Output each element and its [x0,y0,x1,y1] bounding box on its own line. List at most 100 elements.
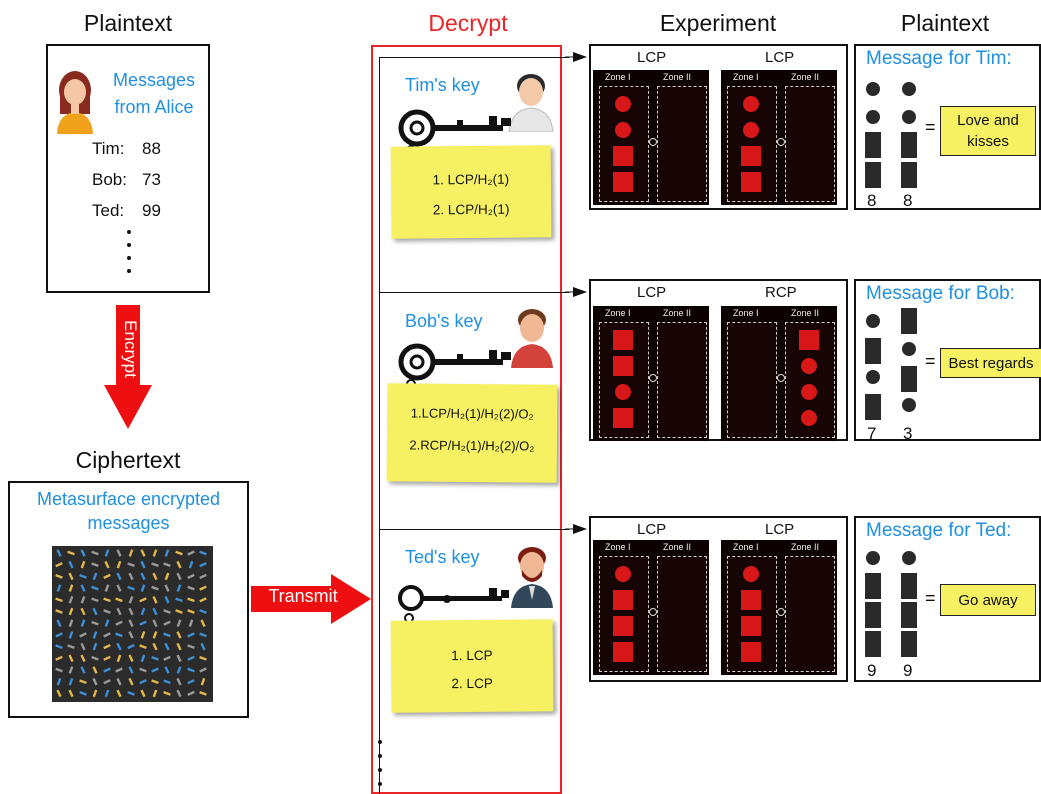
square-spot [613,616,633,636]
metasurface-element [92,631,98,639]
alice-title-line1: Messages [112,70,196,90]
metasurface-element [55,609,63,614]
metasurface-element [103,573,111,580]
metasurface-element [103,679,111,685]
digit-bob-1: 7 [867,424,877,443]
metasurface-element [199,609,207,614]
symbol-circle [902,342,916,356]
score-value-ted: 99 [142,201,161,220]
equals-sign: = [925,588,936,608]
metasurface-element [199,667,207,673]
metasurface-element [140,607,146,616]
circle-spot [743,96,759,112]
metasurface-element [152,619,158,627]
metasurface-element [187,679,195,685]
metasurface-element [128,619,134,627]
metasurface-element [151,585,159,591]
metasurface-element [92,689,98,698]
zone-2-region [785,86,835,202]
metasurface-element [91,585,99,591]
bob-key-icon [398,343,511,389]
score-value-tim: 88 [142,139,161,158]
score-name-bob: Bob: [92,170,127,189]
exp-ted-pol-1: LCP [637,521,667,538]
symbol-circle [866,82,880,96]
score-value-bob: 73 [142,170,161,189]
metasurface-element [187,573,195,580]
metasurface-element [92,572,98,581]
metasurface-element [80,596,86,604]
metasurface-element [55,632,63,638]
metasurface-element [91,562,99,568]
metasurface-element [128,596,134,604]
message-text-bob: Best regards [940,348,1041,378]
circle-spot [615,96,631,112]
metasurface-element [80,619,86,627]
metasurface-element [104,549,110,557]
metasurface-element [68,572,74,581]
metasurface-element [163,655,171,661]
metasurface-element [164,666,170,674]
metasurface-element [115,667,123,673]
square-spot [613,172,633,192]
encrypt-arrow-icon [104,305,152,429]
metasurface-element [140,549,146,557]
digit-tim-1: 8 [867,191,877,210]
metasurface-element [56,584,62,592]
message-text-ted: Go away [940,584,1036,616]
metasurface-element [55,644,63,649]
metasurface-element [79,691,87,696]
metasurface-element [176,642,182,651]
metasurface-element [163,609,171,614]
metasurface-element [67,644,75,649]
zone-1-region [727,322,777,438]
metasurface-element [127,691,135,696]
metasurface-element [187,597,195,603]
metasurface-element [79,632,87,638]
metasurface-element [68,689,74,698]
metasurface-element [68,560,74,569]
metasurface-element [187,667,195,673]
digit-ted-2: 9 [903,661,913,680]
metasurface-element [139,679,147,685]
zone-2-label: Zone II [791,72,820,82]
connector-tim [379,57,569,58]
metasurface-element [68,631,74,639]
metasurface-element [163,620,171,626]
metasurface-element [176,677,182,686]
ted-step-1: 1. LCP [451,647,493,664]
metasurface-element [104,619,110,627]
square-spot [613,146,633,166]
metasurface-element [56,689,62,698]
exp-tim-pol-1: LCP [637,49,667,66]
square-spot [613,356,633,376]
metasurface-element [176,654,182,663]
connector-bob [379,292,569,293]
symbol-rect [901,308,917,334]
circle-spot [743,122,759,138]
ted-avatar-icon [511,547,553,608]
metasurface-element [128,572,134,581]
ciphertext-title-line1: Metasurface encrypted [36,489,221,509]
symbol-circle [902,398,916,412]
metasurface-element [140,689,146,698]
metasurface-element [152,631,158,639]
ciphertext-title-line2: messages [87,513,170,533]
metasurface-element [199,691,207,696]
symbol-circle [866,110,880,124]
metasurface-element [128,654,134,663]
square-spot [613,642,633,662]
metasurface-element [116,677,122,686]
transmit-label: Transmit [268,586,338,606]
center-marker [777,374,785,382]
digit-bob-2: 3 [903,424,913,443]
metasurface-element [115,597,123,603]
metasurface-element [163,679,171,685]
symbol-rect [901,132,917,158]
equals-sign: = [925,351,936,371]
zone-2-label: Zone II [791,542,820,552]
metasurface-element [187,609,195,614]
metasurface-element [68,654,74,663]
tim-step-2: 2. LCP/H₂(1) [432,201,510,218]
